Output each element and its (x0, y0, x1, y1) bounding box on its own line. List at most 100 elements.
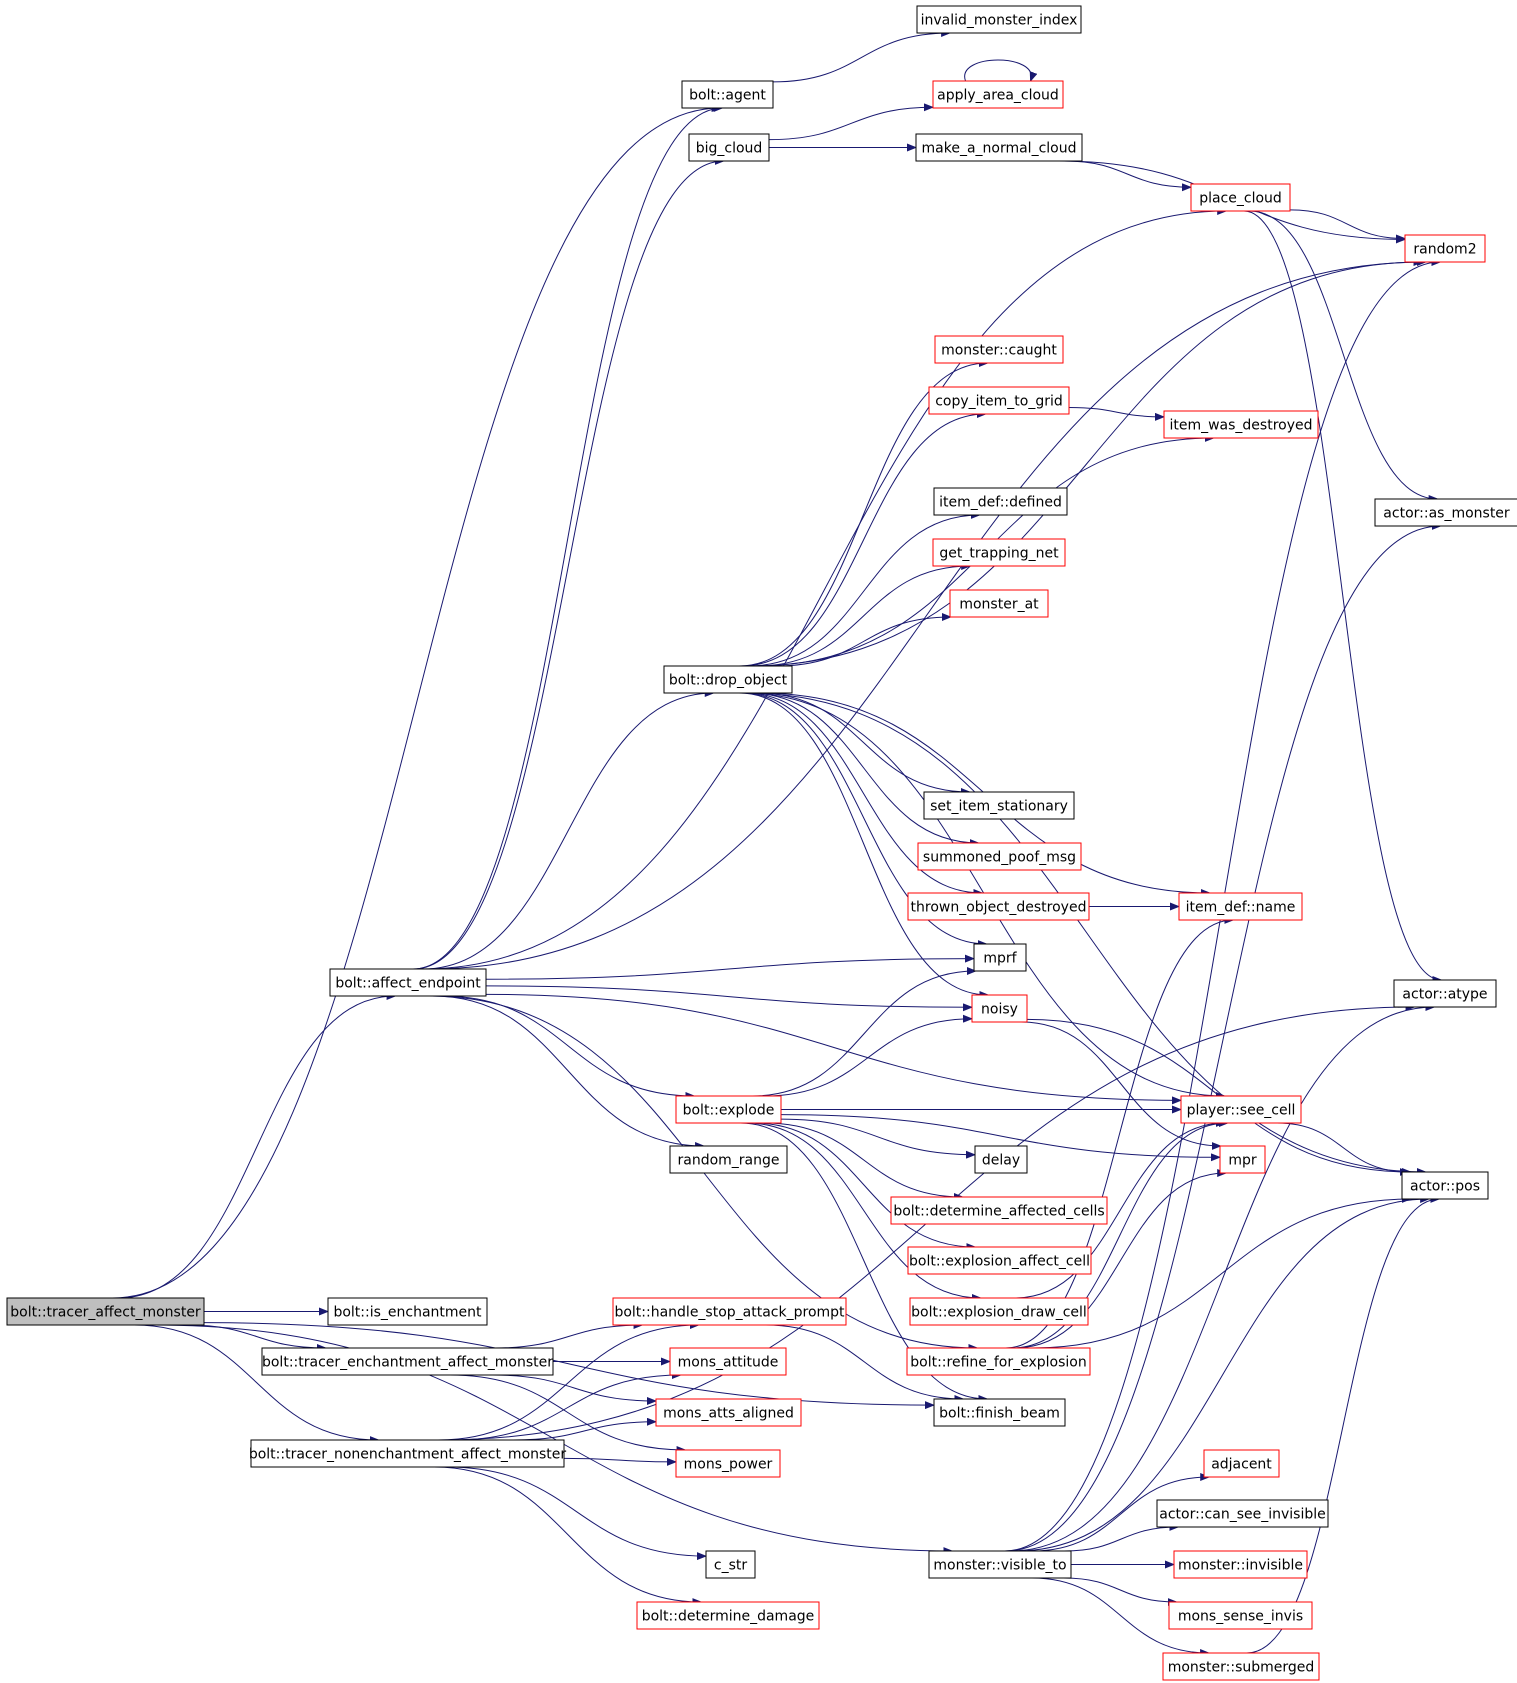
node-label: apply_area_cloud (937, 88, 1059, 104)
node-mpr[interactable]: mpr (1219, 1145, 1266, 1174)
node-box (973, 943, 1027, 972)
node-actor-atype[interactable]: actor::atype (1393, 979, 1497, 1008)
node-noisy[interactable]: noisy (971, 994, 1028, 1023)
edge-bolt_tracer_enchantment_affect_monster-to-mons_atts_aligned (492, 1374, 657, 1405)
node-box (933, 487, 1068, 516)
node-player-see-cell[interactable]: player::see_cell (1180, 1095, 1302, 1124)
edge-bolt_affect_endpoint-to-random_range (432, 995, 706, 1150)
node-make-a-normal-cloud[interactable]: make_a_normal_cloud (915, 133, 1083, 162)
edge-monster_visible_to-to-actor_can_see_invisible (1064, 1523, 1180, 1552)
node-monster-visible-to[interactable]: monster::visible_to (928, 1550, 1072, 1579)
node-box (934, 335, 1064, 364)
node-box (906, 1347, 1091, 1376)
node-actor-as-monster[interactable]: actor::as_monster (1374, 498, 1517, 527)
node-c-str[interactable]: c_str (705, 1550, 756, 1579)
node-place-cloud[interactable]: place_cloud (1190, 183, 1291, 212)
node-item-was-destroyed[interactable]: item_was_destroyed (1163, 410, 1319, 439)
edge-bolt_refine_for_explosion-to-actor_pos (1032, 1195, 1412, 1349)
node-mons-attitude[interactable]: mons_attitude (669, 1347, 787, 1376)
node-label: item_was_destroyed (1169, 418, 1312, 434)
node-delay[interactable]: delay (974, 1145, 1028, 1174)
edge-bolt_drop_object-to-set_item_stationary (757, 692, 971, 796)
node-set-item-stationary[interactable]: set_item_stationary (923, 791, 1075, 820)
node-box (681, 80, 774, 109)
node-bolt-tracer-affect-monster[interactable]: bolt::tracer_affect_monster (6, 1297, 205, 1326)
node-big-cloud[interactable]: big_cloud (688, 133, 770, 162)
node-label: bolt::tracer_affect_monster (10, 1305, 201, 1321)
edge-bolt_explode-to-bolt_explosion_draw_cell (746, 1122, 982, 1302)
node-random-range[interactable]: random_range (669, 1145, 788, 1174)
node-bolt-determine-damage[interactable]: bolt::determine_damage (636, 1601, 820, 1630)
node-get-trapping-net[interactable]: get_trapping_net (932, 538, 1066, 567)
node-bolt-agent[interactable]: bolt::agent (681, 80, 774, 109)
node-bolt-handle-stop-attack-prompt[interactable]: bolt::handle_stop_attack_prompt (612, 1297, 847, 1326)
node-bolt-determine-affected-cells[interactable]: bolt::determine_affected_cells (890, 1196, 1108, 1225)
node-label: bolt::explosion_draw_cell (911, 1305, 1087, 1321)
edge-bolt_affect_endpoint-to-bolt_agent (412, 104, 724, 970)
node-box (1180, 1095, 1302, 1124)
edge-bolt_refine_for_explosion-to-item_def_name (1005, 916, 1235, 1349)
node-summoned-poof-msg[interactable]: summoned_poof_msg (917, 842, 1082, 871)
node-monster-submerged[interactable]: monster::submerged (1162, 1652, 1320, 1681)
node-actor-pos[interactable]: actor::pos (1401, 1171, 1489, 1200)
node-monster-invisible[interactable]: monster::invisible (1173, 1550, 1308, 1579)
edge-bolt_tracer_nonenchantment_affect_monster-to-mons_attitude (454, 1371, 682, 1441)
node-box (915, 133, 1083, 162)
node-box (327, 1297, 488, 1326)
edge-big_cloud-to-apply_area_cloud (768, 103, 934, 141)
node-box (923, 791, 1075, 820)
edge-bolt_agent-to-invalid_monster_index (772, 29, 952, 83)
node-monster-caught[interactable]: monster::caught (934, 335, 1064, 364)
node-item-def-name[interactable]: item_def::name (1178, 892, 1303, 921)
node-copy-item-to-grid[interactable]: copy_item_to_grid (928, 386, 1070, 415)
node-mons-power[interactable]: mons_power (675, 1449, 781, 1478)
node-monster-at[interactable]: monster_at (949, 589, 1049, 618)
node-actor-can-see-invisible[interactable]: actor::can_see_invisible (1156, 1499, 1329, 1528)
node-box (669, 1347, 787, 1376)
node-mons-sense-invis[interactable]: mons_sense_invis (1168, 1601, 1313, 1630)
node-item-def-defined[interactable]: item_def::defined (933, 487, 1068, 516)
node-mprf[interactable]: mprf (973, 943, 1027, 972)
node-box (1203, 1449, 1280, 1478)
edge-bolt_tracer_affect_monster-to-bolt_tracer_nonenchantment_affect_monster (134, 1324, 380, 1444)
node-bolt-tracer-enchantment-affect-monster[interactable]: bolt::tracer_enchantment_affect_monster (261, 1347, 554, 1376)
node-box (261, 1347, 554, 1376)
node-label: mons_attitude (678, 1355, 779, 1371)
edge-bolt_drop_object-to-item_def_defined (748, 511, 981, 667)
node-mons-atts-aligned[interactable]: mons_atts_aligned (655, 1398, 802, 1427)
node-label: set_item_stationary (930, 799, 1068, 815)
node-bolt-explosion-affect-cell[interactable]: bolt::explosion_affect_cell (907, 1246, 1092, 1275)
edge-make_a_normal_cloud-to-place_cloud (1064, 160, 1192, 192)
node-bolt-affect-endpoint[interactable]: bolt::affect_endpoint (329, 968, 487, 997)
edge-bolt_explode-to-bolt_explosion_affect_cell (752, 1122, 977, 1251)
node-label: random2 (1413, 242, 1476, 258)
node-bolt-explode[interactable]: bolt::explode (675, 1095, 782, 1124)
node-box (949, 589, 1049, 618)
edge-bolt_drop_object-to-copy_item_to_grid (741, 410, 987, 667)
edge-monster_submerged-to-actor_pos (1246, 1195, 1441, 1654)
edge-bolt_drop_object-to-monster_caught (739, 359, 989, 667)
node-bolt-finish-beam[interactable]: bolt::finish_beam (933, 1398, 1066, 1427)
node-label: big_cloud (696, 141, 763, 157)
node-bolt-drop-object[interactable]: bolt::drop_object (663, 665, 793, 694)
node-box (1178, 892, 1303, 921)
node-box (1162, 1652, 1320, 1681)
node-box (663, 665, 793, 694)
edge-monster_visible_to-to-actor_atype (1010, 1003, 1436, 1552)
node-bolt-explosion-draw-cell[interactable]: bolt::explosion_draw_cell (909, 1297, 1089, 1326)
node-box (655, 1398, 802, 1427)
node-adjacent[interactable]: adjacent (1203, 1449, 1280, 1478)
node-apply-area-cloud[interactable]: apply_area_cloud (932, 80, 1064, 109)
edge-monster_visible_to-to-adjacent (1032, 1473, 1211, 1552)
node-invalid-monster-index[interactable]: invalid_monster_index (916, 5, 1082, 34)
node-label: bolt::refine_for_explosion (910, 1355, 1087, 1371)
node-random2[interactable]: random2 (1404, 234, 1486, 263)
node-thrown-object-destroyed[interactable]: thrown_object_destroyed (907, 892, 1090, 921)
node-bolt-is-enchantment[interactable]: bolt::is_enchantment (327, 1297, 488, 1326)
edge-bolt_affect_endpoint-to-noisy (485, 985, 973, 1012)
node-bolt-refine-for-explosion[interactable]: bolt::refine_for_explosion (906, 1347, 1091, 1376)
node-bolt-tracer-nonenchantment-affect-monster[interactable]: bolt::tracer_nonenchantment_affect_monst… (249, 1439, 567, 1468)
node-label: mpr (1228, 1153, 1257, 1169)
node-box (669, 1145, 788, 1174)
